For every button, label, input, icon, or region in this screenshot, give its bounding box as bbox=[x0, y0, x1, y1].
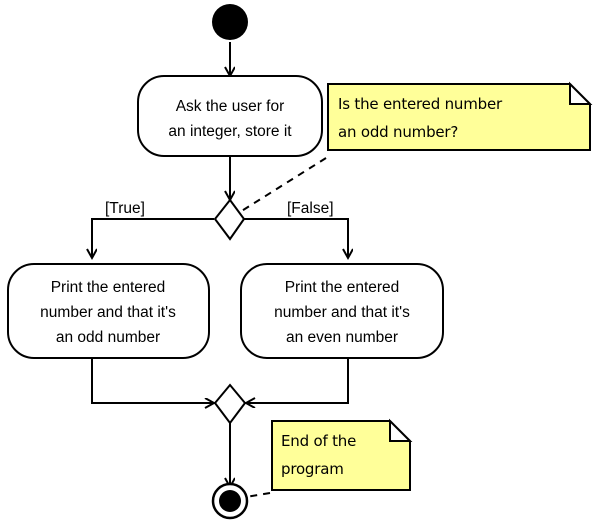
ask-action-line1: Ask the user for bbox=[176, 98, 285, 115]
edge-decision-to-even bbox=[244, 218, 348, 258]
decision-note-line1: Is the entered number bbox=[338, 95, 503, 113]
ask-action-shape bbox=[137, 75, 323, 157]
decision-note-fold bbox=[569, 81, 593, 105]
final-note-body bbox=[271, 420, 411, 491]
final-node-core bbox=[219, 490, 241, 512]
print-odd-shape bbox=[7, 263, 210, 359]
edge-even-to-merge bbox=[246, 358, 349, 403]
merge-node[interactable] bbox=[213, 383, 247, 425]
print-even-line2: number and that it's bbox=[274, 304, 410, 321]
edge-odd-to-merge bbox=[91, 358, 214, 403]
ask-action-line2: an integer, store it bbox=[168, 123, 292, 140]
final-note-line1: End of the bbox=[281, 432, 356, 450]
print-odd-line1: Print the entered bbox=[51, 279, 166, 296]
initial-node[interactable] bbox=[212, 4, 248, 40]
decision-note-body bbox=[327, 83, 591, 151]
guard-true-label: [True] bbox=[105, 200, 145, 217]
print-odd-action[interactable]: Print the entered number and that it's a… bbox=[7, 263, 210, 359]
guard-false-label: [False] bbox=[287, 200, 334, 217]
decision-node[interactable] bbox=[213, 198, 246, 241]
print-even-action[interactable]: Print the entered number and that it's a… bbox=[240, 263, 444, 359]
print-even-shape bbox=[240, 263, 444, 359]
edge-decision-to-odd bbox=[92, 218, 214, 258]
ask-action[interactable]: Ask the user for an integer, store it bbox=[137, 75, 323, 157]
final-note-fold bbox=[389, 418, 413, 442]
final-note-line2: program bbox=[281, 460, 344, 478]
note-anchor-final bbox=[245, 492, 271, 498]
final-node[interactable] bbox=[211, 482, 249, 520]
note-anchor-decision bbox=[239, 157, 327, 213]
print-odd-line2: number and that it's bbox=[40, 304, 176, 321]
print-odd-line3: an odd number bbox=[56, 329, 160, 346]
print-even-line3: an even number bbox=[286, 329, 398, 346]
final-note[interactable]: End of the program bbox=[271, 418, 413, 491]
print-even-line1: Print the entered bbox=[285, 279, 400, 296]
decision-note[interactable]: Is the entered number an odd number? bbox=[327, 81, 593, 151]
decision-note-line2: an odd number? bbox=[338, 123, 458, 141]
